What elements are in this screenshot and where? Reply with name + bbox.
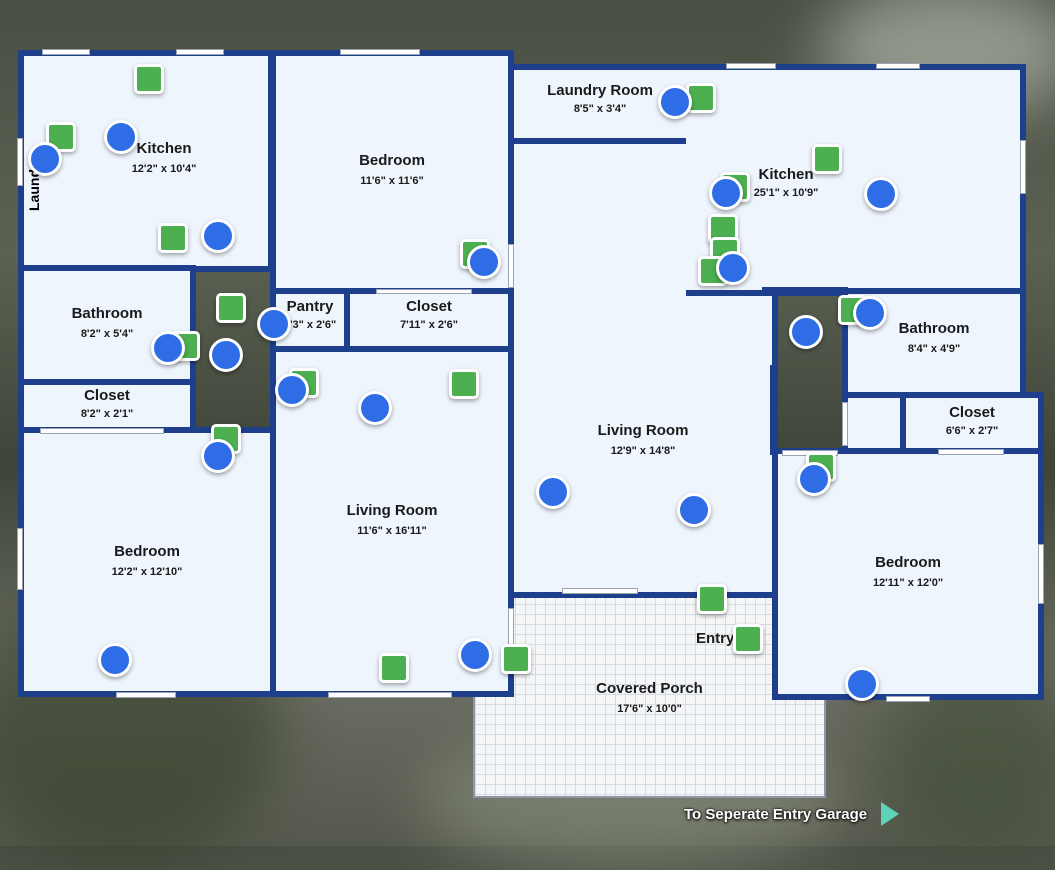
room-dimensions: 8'4" x 4'9" bbox=[907, 343, 961, 355]
panorama-hotspot-icon[interactable] bbox=[458, 638, 492, 672]
room-name: Covered Porch bbox=[596, 680, 703, 697]
photo-hotspot-icon[interactable] bbox=[686, 83, 716, 113]
panorama-hotspot-icon[interactable] bbox=[709, 176, 743, 210]
room-name: Bedroom bbox=[359, 152, 425, 169]
panorama-hotspot-icon[interactable] bbox=[104, 120, 138, 154]
window bbox=[842, 402, 848, 446]
panorama-hotspot-icon[interactable] bbox=[201, 439, 235, 473]
room-name: Kitchen bbox=[758, 166, 814, 183]
room-dimensions: 17'6" x 10'0" bbox=[617, 703, 682, 715]
room-dimensions: 8'2" x 2'1" bbox=[80, 408, 134, 420]
window bbox=[42, 49, 90, 55]
room-dimensions: 4'3" x 2'6" bbox=[283, 319, 337, 331]
panorama-hotspot-icon[interactable] bbox=[677, 493, 711, 527]
window bbox=[508, 244, 514, 288]
photo-hotspot-icon[interactable] bbox=[449, 369, 479, 399]
window bbox=[508, 608, 514, 648]
room-name: Living Room bbox=[597, 422, 689, 439]
panorama-hotspot-icon[interactable] bbox=[853, 296, 887, 330]
panorama-hotspot-icon[interactable] bbox=[209, 338, 243, 372]
panorama-hotspot-icon[interactable] bbox=[658, 85, 692, 119]
panorama-hotspot-icon[interactable] bbox=[98, 643, 132, 677]
room-name: Closet bbox=[406, 298, 452, 315]
panorama-hotspot-icon[interactable] bbox=[467, 245, 501, 279]
photo-hotspot-icon[interactable] bbox=[134, 64, 164, 94]
room-name: Closet bbox=[84, 387, 130, 404]
panorama-hotspot-icon[interactable] bbox=[536, 475, 570, 509]
room-bathroom-left[interactable]: Bathroom 8'2" x 5'4" bbox=[18, 265, 196, 385]
photo-hotspot-icon[interactable] bbox=[697, 584, 727, 614]
floor-plan: Covered Porch 17'6" x 10'0" Kitchen 12'2… bbox=[17, 49, 1044, 798]
panorama-hotspot-icon[interactable] bbox=[789, 315, 823, 349]
window bbox=[376, 289, 472, 294]
room-name: Bedroom bbox=[114, 543, 180, 560]
room-closet-mid[interactable]: Closet 7'11" x 2'6" bbox=[344, 288, 514, 352]
window bbox=[17, 528, 23, 590]
window bbox=[17, 138, 23, 186]
window bbox=[562, 588, 638, 594]
room-dimensions: 25'1" x 10'9" bbox=[753, 187, 819, 199]
room-bedroom-left[interactable]: Bedroom 12'2" x 12'10" bbox=[18, 427, 276, 697]
photo-hotspot-icon[interactable] bbox=[733, 624, 763, 654]
room-dimensions: 7'11" x 2'6" bbox=[400, 319, 458, 331]
panorama-hotspot-icon[interactable] bbox=[864, 177, 898, 211]
triangle-right-icon[interactable] bbox=[881, 802, 900, 826]
room-name: Living Room bbox=[346, 502, 438, 519]
window bbox=[1038, 544, 1044, 604]
room-hall-right[interactable] bbox=[842, 392, 906, 454]
room-name: Bathroom bbox=[71, 305, 143, 322]
window bbox=[40, 428, 164, 434]
window bbox=[876, 63, 920, 69]
window bbox=[1020, 140, 1026, 194]
room-dimensions: 12'2" x 12'10" bbox=[111, 566, 183, 578]
window bbox=[340, 49, 420, 55]
room-dimensions: 11'6" x 16'11" bbox=[357, 525, 427, 537]
room-dimensions: 12'2" x 10'4" bbox=[131, 163, 197, 175]
panorama-hotspot-icon[interactable] bbox=[201, 219, 235, 253]
panorama-hotspot-icon[interactable] bbox=[358, 391, 392, 425]
window bbox=[176, 49, 224, 55]
window bbox=[726, 63, 776, 69]
panorama-hotspot-icon[interactable] bbox=[716, 251, 750, 285]
room-name-entry: Entry bbox=[696, 630, 735, 647]
photo-hotspot-icon[interactable] bbox=[379, 653, 409, 683]
panorama-hotspot-icon[interactable] bbox=[845, 667, 879, 701]
panorama-hotspot-icon[interactable] bbox=[28, 142, 62, 176]
interior-wall bbox=[770, 365, 778, 455]
window bbox=[116, 692, 176, 698]
room-dimensions: 6'6" x 2'7" bbox=[945, 425, 999, 437]
room-name: Laundry Room bbox=[547, 82, 653, 99]
window bbox=[886, 696, 930, 702]
room-dimensions: 12'11" x 12'0" bbox=[872, 577, 944, 589]
room-name: Pantry bbox=[286, 298, 334, 315]
panorama-hotspot-icon[interactable] bbox=[257, 307, 291, 341]
room-dimensions: 8'2" x 5'4" bbox=[80, 328, 134, 340]
panorama-hotspot-icon[interactable] bbox=[275, 373, 309, 407]
room-closet-left[interactable]: Closet 8'2" x 2'1" bbox=[18, 379, 196, 433]
photo-hotspot-icon[interactable] bbox=[158, 223, 188, 253]
window bbox=[328, 692, 452, 698]
interior-wall bbox=[762, 287, 848, 293]
room-name: Bedroom bbox=[875, 554, 941, 571]
photo-hotspot-icon[interactable] bbox=[501, 644, 531, 674]
room-closet-right[interactable]: Closet 6'6" x 2'7" bbox=[900, 392, 1044, 454]
garage-link-label: To Seperate Entry Garage bbox=[684, 805, 868, 823]
room-covered-porch[interactable]: Covered Porch 17'6" x 10'0" bbox=[473, 592, 826, 798]
photo-hotspot-icon[interactable] bbox=[812, 144, 842, 174]
panorama-hotspot-icon[interactable] bbox=[797, 462, 831, 496]
photo-hotspot-icon[interactable] bbox=[216, 293, 246, 323]
panorama-hotspot-icon[interactable] bbox=[151, 331, 185, 365]
room-dimensions: 12'9" x 14'8" bbox=[610, 445, 676, 457]
room-name: Closet bbox=[949, 404, 995, 421]
room-name: Bathroom bbox=[898, 320, 970, 337]
garage-link[interactable]: To Seperate Entry Garage bbox=[684, 802, 900, 826]
window bbox=[938, 449, 1004, 455]
room-dimensions: 11'6" x 11'6" bbox=[360, 175, 424, 187]
room-dimensions: 8'5" x 3'4" bbox=[573, 103, 627, 115]
room-name: Kitchen bbox=[136, 140, 192, 157]
